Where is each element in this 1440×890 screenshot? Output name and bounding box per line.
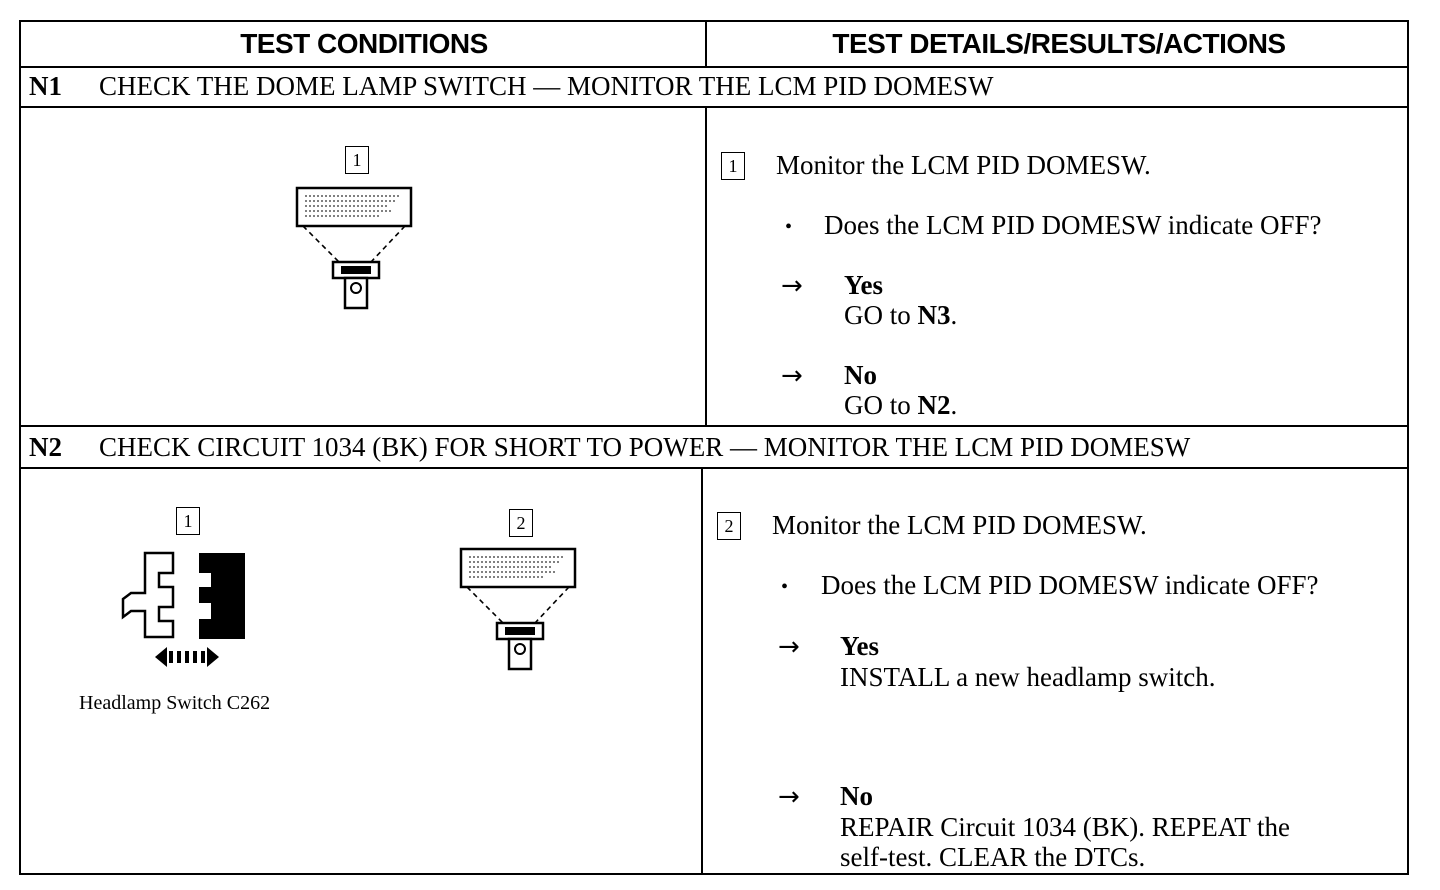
callout-1-detail: 1 xyxy=(721,152,745,180)
connector-disconnect-illustration xyxy=(121,551,245,667)
step-n2-title: N2 CHECK CIRCUIT 1034 (BK) FOR SHORT TO … xyxy=(21,427,1407,467)
n2-no-label: No xyxy=(840,781,873,811)
callout-2-detail: 2 xyxy=(717,512,741,540)
divider-n2 xyxy=(701,467,703,873)
n1-bullet: • xyxy=(785,216,793,238)
n1-instruction: Monitor the LCM PID DOMESW. xyxy=(776,150,1151,180)
rule-above-n2-title xyxy=(21,425,1407,427)
callout-1: 1 xyxy=(345,146,369,174)
divider-n1 xyxy=(705,106,707,425)
n1-yes-action: GO to N3. xyxy=(844,300,958,330)
n2-no-action-line1: REPAIR Circuit 1034 (BK). REPEAT the xyxy=(840,812,1291,842)
diagnostic-table: TEST CONDITIONS TEST DETAILS/RESULTS/ACT… xyxy=(19,20,1409,875)
n1-yes-label: Yes xyxy=(844,270,883,300)
step-code: N2 xyxy=(29,431,62,462)
n1-question: Does the LCM PID DOMESW indicate OFF? xyxy=(824,210,1322,240)
rule-under-n2-title xyxy=(21,467,1407,469)
n2-instruction: Monitor the LCM PID DOMESW. xyxy=(772,510,1147,540)
n1-yes-arrow: → xyxy=(781,271,803,301)
step-code: N1 xyxy=(29,70,62,101)
n1-no-action: GO to N2. xyxy=(844,390,958,420)
header-test-conditions: TEST CONDITIONS xyxy=(240,28,488,59)
n2-yes-label: Yes xyxy=(840,631,879,661)
headlamp-switch-caption: Headlamp Switch C262 xyxy=(79,692,271,714)
n2-yes-action: INSTALL a new headlamp switch. xyxy=(840,662,1216,692)
n2-yes-arrow: → xyxy=(778,632,800,662)
header-test-details: TEST DETAILS/RESULTS/ACTIONS xyxy=(832,28,1286,59)
scan-tool-illustration xyxy=(295,186,413,310)
n2-question: Does the LCM PID DOMESW indicate OFF? xyxy=(821,570,1319,600)
rule-under-header xyxy=(21,66,1407,68)
callout-1: 1 xyxy=(176,507,200,535)
scan-tool-illustration xyxy=(459,547,577,671)
n2-no-arrow: → xyxy=(778,782,800,812)
n1-no-arrow: → xyxy=(781,361,803,391)
n1-no-label: No xyxy=(844,360,877,390)
n2-bullet: • xyxy=(781,576,789,598)
callout-2: 2 xyxy=(509,509,533,537)
n2-no-action-line2: self-test. CLEAR the DTCs. xyxy=(840,842,1146,872)
divider-header xyxy=(705,22,707,66)
rule-under-n1-title xyxy=(21,106,1407,108)
step-n1-title: N1 CHECK THE DOME LAMP SWITCH — MONITOR … xyxy=(21,66,1407,106)
step-title-text: CHECK CIRCUIT 1034 (BK) FOR SHORT TO POW… xyxy=(99,431,1191,462)
step-title-text: CHECK THE DOME LAMP SWITCH — MONITOR THE… xyxy=(99,70,994,101)
